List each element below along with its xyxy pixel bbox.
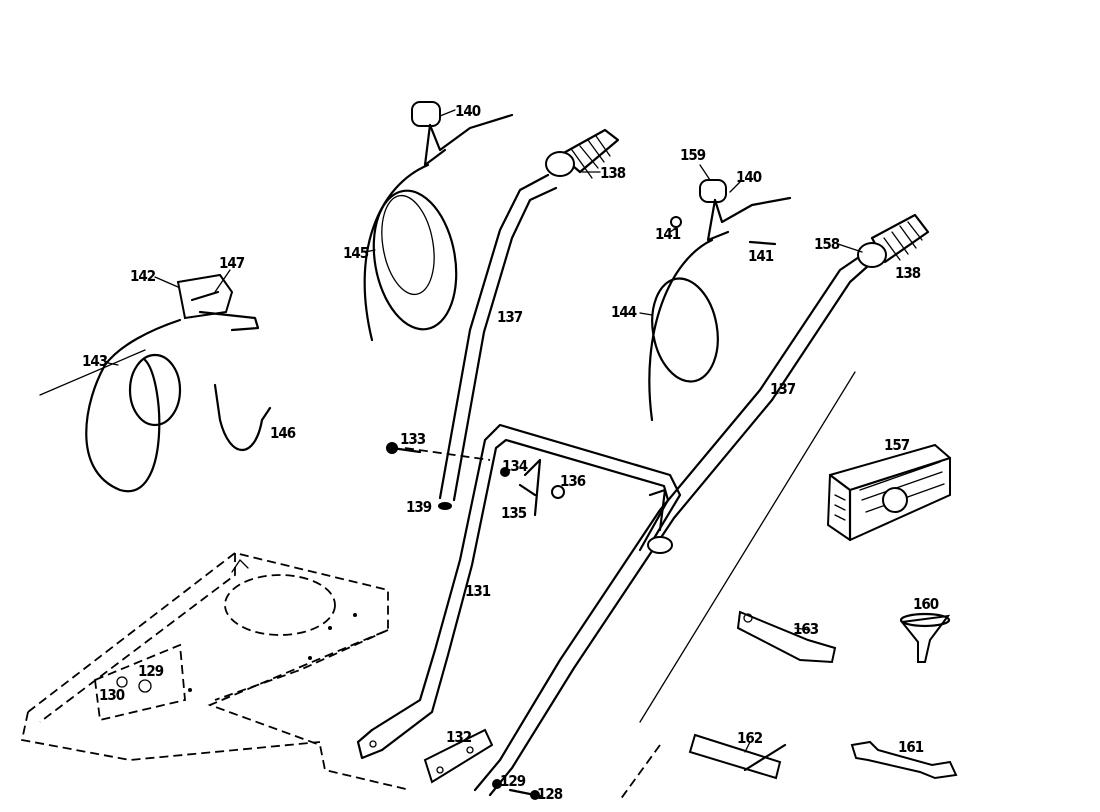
label-160: 160 <box>913 595 939 613</box>
label-139: 139 <box>406 498 432 516</box>
label-141a: 141 <box>655 225 681 243</box>
cable-146 <box>213 383 272 451</box>
label-145: 145 <box>343 244 369 262</box>
label-161: 161 <box>898 738 924 756</box>
label-162: 162 <box>737 729 763 747</box>
part-labels: 140 138 145 137 159 140 141 141 158 138 … <box>82 102 940 803</box>
handle-tube-137-left <box>404 173 558 502</box>
label-138a: 138 <box>600 164 626 182</box>
plate-132 <box>423 728 542 800</box>
funnel-160 <box>899 612 951 663</box>
label-146: 146 <box>270 424 296 442</box>
label-138b: 138 <box>895 264 921 282</box>
label-130: 130 <box>99 686 125 704</box>
lever-140-cable-145 <box>363 101 514 342</box>
label-158: 158 <box>814 235 840 253</box>
label-140b: 140 <box>736 168 762 186</box>
label-143: 143 <box>82 352 108 370</box>
label-157: 157 <box>884 436 910 454</box>
label-159: 159 <box>680 146 706 164</box>
label-142: 142 <box>130 267 156 285</box>
wrench-161 <box>850 740 958 780</box>
grip-138-left <box>545 128 620 179</box>
label-141b: 141 <box>748 247 774 265</box>
deck-frame <box>20 552 411 791</box>
label-131: 131 <box>465 582 491 600</box>
divider-line <box>639 371 856 723</box>
handle-tube-137-right <box>473 253 870 797</box>
fasteners-134-136 <box>500 458 565 517</box>
label-144: 144 <box>611 303 637 321</box>
label-132: 132 <box>446 728 472 746</box>
label-135: 135 <box>501 504 527 522</box>
label-129a: 129 <box>138 662 164 680</box>
label-163: 163 <box>793 620 819 638</box>
fasteners-133-139 <box>386 442 452 510</box>
label-140a: 140 <box>455 102 481 120</box>
socket-wrench-162 <box>688 733 787 780</box>
label-129b: 129 <box>500 772 526 790</box>
wrench-163 <box>736 610 837 664</box>
label-133: 133 <box>400 430 426 448</box>
box-157 <box>826 443 952 542</box>
throttle-142-cable-143 <box>39 273 260 493</box>
divider-line-2 <box>619 744 661 801</box>
grip-138-right <box>857 213 930 268</box>
label-147: 147 <box>219 254 245 272</box>
label-134: 134 <box>502 457 528 475</box>
label-128: 128 <box>537 785 563 803</box>
label-137a: 137 <box>497 308 523 326</box>
label-137b: 137 <box>770 380 796 398</box>
lever-140-cable-144 <box>648 179 792 422</box>
label-136: 136 <box>560 472 586 490</box>
